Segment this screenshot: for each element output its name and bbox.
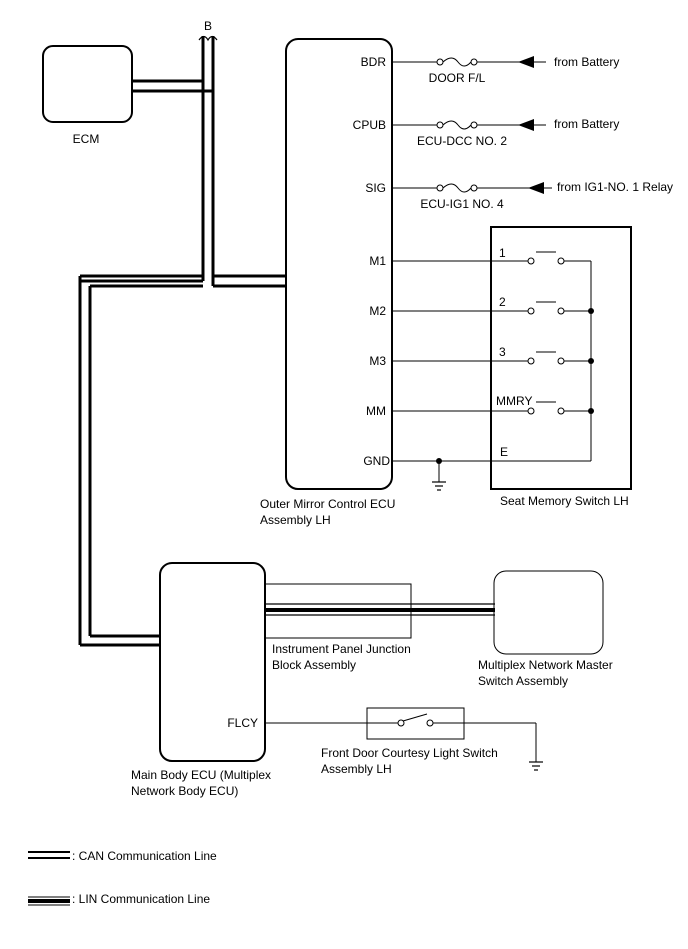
seat-memory-switch-label: Seat Memory Switch LH <box>500 494 629 508</box>
pin-sig: SIG <box>365 181 386 195</box>
courtesy-switch-label-2: Assembly LH <box>321 762 392 776</box>
pin-mm: MM <box>366 404 386 418</box>
pin-m3: M3 <box>369 354 386 368</box>
connector-b-label: B <box>204 19 212 33</box>
multiplex-master-switch-box <box>493 570 604 655</box>
legend-lin-symbol <box>28 896 70 906</box>
switch-terminal-mmry: MMRY <box>496 394 532 408</box>
sig-circuit <box>392 182 552 194</box>
main-body-ecu-box <box>159 562 266 762</box>
pin-gnd: GND <box>363 454 390 468</box>
legend-can-label: : CAN Communication Line <box>72 849 217 863</box>
pin-m2: M2 <box>369 304 386 318</box>
instrument-panel-jb-label-1: Instrument Panel Junction <box>272 642 411 656</box>
source-battery-1: from Battery <box>554 55 619 69</box>
can-bus-lines <box>78 36 286 647</box>
multiplex-master-switch-label-1: Multiplex Network Master <box>478 658 613 672</box>
switch-terminal-e: E <box>500 445 508 459</box>
outer-mirror-ecu-label-2: Assembly LH <box>260 513 331 527</box>
instrument-panel-jb-box <box>264 583 412 639</box>
fuse-door-fl: DOOR F/L <box>429 71 486 85</box>
cpub-circuit <box>392 119 546 131</box>
instrument-panel-jb-label-2: Block Assembly <box>272 658 356 672</box>
ecm-label: ECM <box>73 132 100 146</box>
switch-terminal-1: 1 <box>499 246 506 260</box>
pin-flcy: FLCY <box>227 716 258 730</box>
legend-lin-label: : LIN Communication Line <box>72 892 210 906</box>
outer-mirror-ecu-box <box>285 38 393 490</box>
ground-icon <box>432 481 446 491</box>
switch-terminal-3: 3 <box>499 345 506 359</box>
main-body-ecu-label-2: Network Body ECU) <box>131 784 238 798</box>
outer-mirror-ecu-label-1: Outer Mirror Control ECU <box>260 497 395 511</box>
courtesy-switch-circuit <box>265 707 537 762</box>
legend-can-symbol <box>28 851 70 859</box>
ground-icon <box>529 761 543 771</box>
pin-m1: M1 <box>369 254 386 268</box>
pin-cpub: CPUB <box>353 118 386 132</box>
seat-memory-switch-wiring <box>392 251 594 482</box>
arrow-icon <box>518 56 534 68</box>
connector-b-mark <box>198 35 218 42</box>
arrow-icon <box>518 119 534 131</box>
arrow-icon <box>528 182 544 194</box>
fuse-ecu-dcc-2: ECU-DCC NO. 2 <box>417 134 507 148</box>
switch-terminal-2: 2 <box>499 295 506 309</box>
pin-bdr: BDR <box>361 55 387 69</box>
source-battery-2: from Battery <box>554 117 619 131</box>
courtesy-switch-label-1: Front Door Courtesy Light Switch <box>321 746 498 760</box>
ecm-box <box>42 45 133 123</box>
multiplex-master-switch-label-2: Switch Assembly <box>478 674 568 688</box>
bdr-circuit <box>392 56 546 68</box>
fuse-ecu-ig1-4: ECU-IG1 NO. 4 <box>420 197 504 211</box>
main-body-ecu-label-1: Main Body ECU (Multiplex <box>131 768 271 782</box>
source-ig1-relay: from IG1-NO. 1 Relay <box>557 180 673 194</box>
